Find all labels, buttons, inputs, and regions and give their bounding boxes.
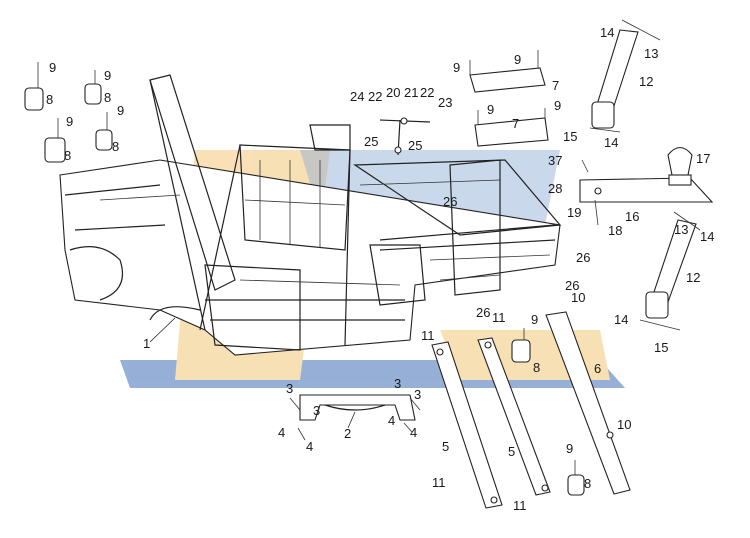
callout-9: 9 — [514, 52, 521, 67]
callout-25: 25 — [408, 138, 422, 153]
callout-9: 9 — [554, 98, 561, 113]
callout-10: 10 — [617, 417, 631, 432]
callout-3: 3 — [286, 381, 293, 396]
callout-26: 26 — [443, 194, 457, 209]
callout-2: 2 — [344, 426, 351, 441]
callout-4: 4 — [278, 425, 285, 440]
callout-9: 9 — [117, 103, 124, 118]
side-rails — [431, 311, 631, 509]
callout-3: 3 — [313, 403, 320, 418]
callout-11: 11 — [432, 475, 446, 490]
callout-19: 19 — [567, 205, 581, 220]
callout-9: 9 — [453, 60, 460, 75]
center-mount-bracket — [289, 394, 421, 441]
callout-23: 23 — [438, 95, 452, 110]
callout-4: 4 — [306, 439, 313, 454]
callout-25: 25 — [364, 134, 378, 149]
callout-9: 9 — [104, 68, 111, 83]
callout-21: 21 — [404, 85, 418, 100]
callout-8: 8 — [584, 476, 591, 491]
callout-5: 5 — [508, 444, 515, 459]
rubber-bumpers-left — [24, 62, 113, 163]
callout-14: 14 — [614, 312, 628, 327]
callout-7: 7 — [552, 78, 559, 93]
callout-9: 9 — [531, 312, 538, 327]
callout-22: 22 — [368, 89, 382, 104]
callout-26: 26 — [476, 305, 490, 320]
callout-15: 15 — [654, 340, 668, 355]
callout-16: 16 — [625, 209, 639, 224]
callout-26: 26 — [565, 278, 579, 293]
callout-13: 13 — [674, 222, 688, 237]
callout-9: 9 — [66, 114, 73, 129]
callout-3: 3 — [414, 387, 421, 402]
callout-4: 4 — [388, 413, 395, 428]
callout-14: 14 — [600, 25, 614, 40]
main-frame — [59, 74, 562, 356]
callout-17: 17 — [696, 151, 710, 166]
callout-labels: 1 2 3 3 3 3 4 4 4 4 5 5 6 7 7 8 8 8 8 8 … — [46, 25, 714, 513]
strut-lower — [639, 211, 701, 331]
callout-13: 13 — [644, 46, 658, 61]
callout-12: 12 — [639, 74, 653, 89]
callout-24: 24 — [350, 89, 364, 104]
callout-9: 9 — [49, 60, 56, 75]
mount-plates — [469, 50, 549, 147]
callout-8: 8 — [46, 92, 53, 107]
callout-37: 37 — [548, 153, 562, 168]
callout-7: 7 — [512, 116, 519, 131]
callout-4: 4 — [410, 425, 417, 440]
callout-22: 22 — [420, 85, 434, 100]
callout-14: 14 — [700, 229, 714, 244]
callout-28: 28 — [548, 181, 562, 196]
callout-14: 14 — [604, 135, 618, 150]
callout-8: 8 — [104, 90, 111, 105]
callout-11: 11 — [513, 498, 527, 513]
callout-10: 10 — [571, 290, 585, 305]
callout-5: 5 — [442, 439, 449, 454]
upper-bracket — [379, 117, 431, 156]
callout-9: 9 — [487, 102, 494, 117]
callout-26: 26 — [576, 250, 590, 265]
callout-9: 9 — [566, 441, 573, 456]
callout-8: 8 — [112, 139, 119, 154]
callout-1: 1 — [143, 336, 150, 351]
callout-8: 8 — [533, 360, 540, 375]
callout-6: 6 — [594, 361, 601, 376]
callout-12: 12 — [686, 270, 700, 285]
callout-18: 18 — [608, 223, 622, 238]
callout-11: 11 — [421, 328, 435, 343]
callout-20: 20 — [386, 85, 400, 100]
strut-upper — [589, 19, 661, 133]
tow-hitch — [579, 146, 714, 226]
callout-11: 11 — [492, 310, 506, 325]
callout-8: 8 — [64, 148, 71, 163]
callout-3: 3 — [394, 376, 401, 391]
callout-15: 15 — [563, 129, 577, 144]
